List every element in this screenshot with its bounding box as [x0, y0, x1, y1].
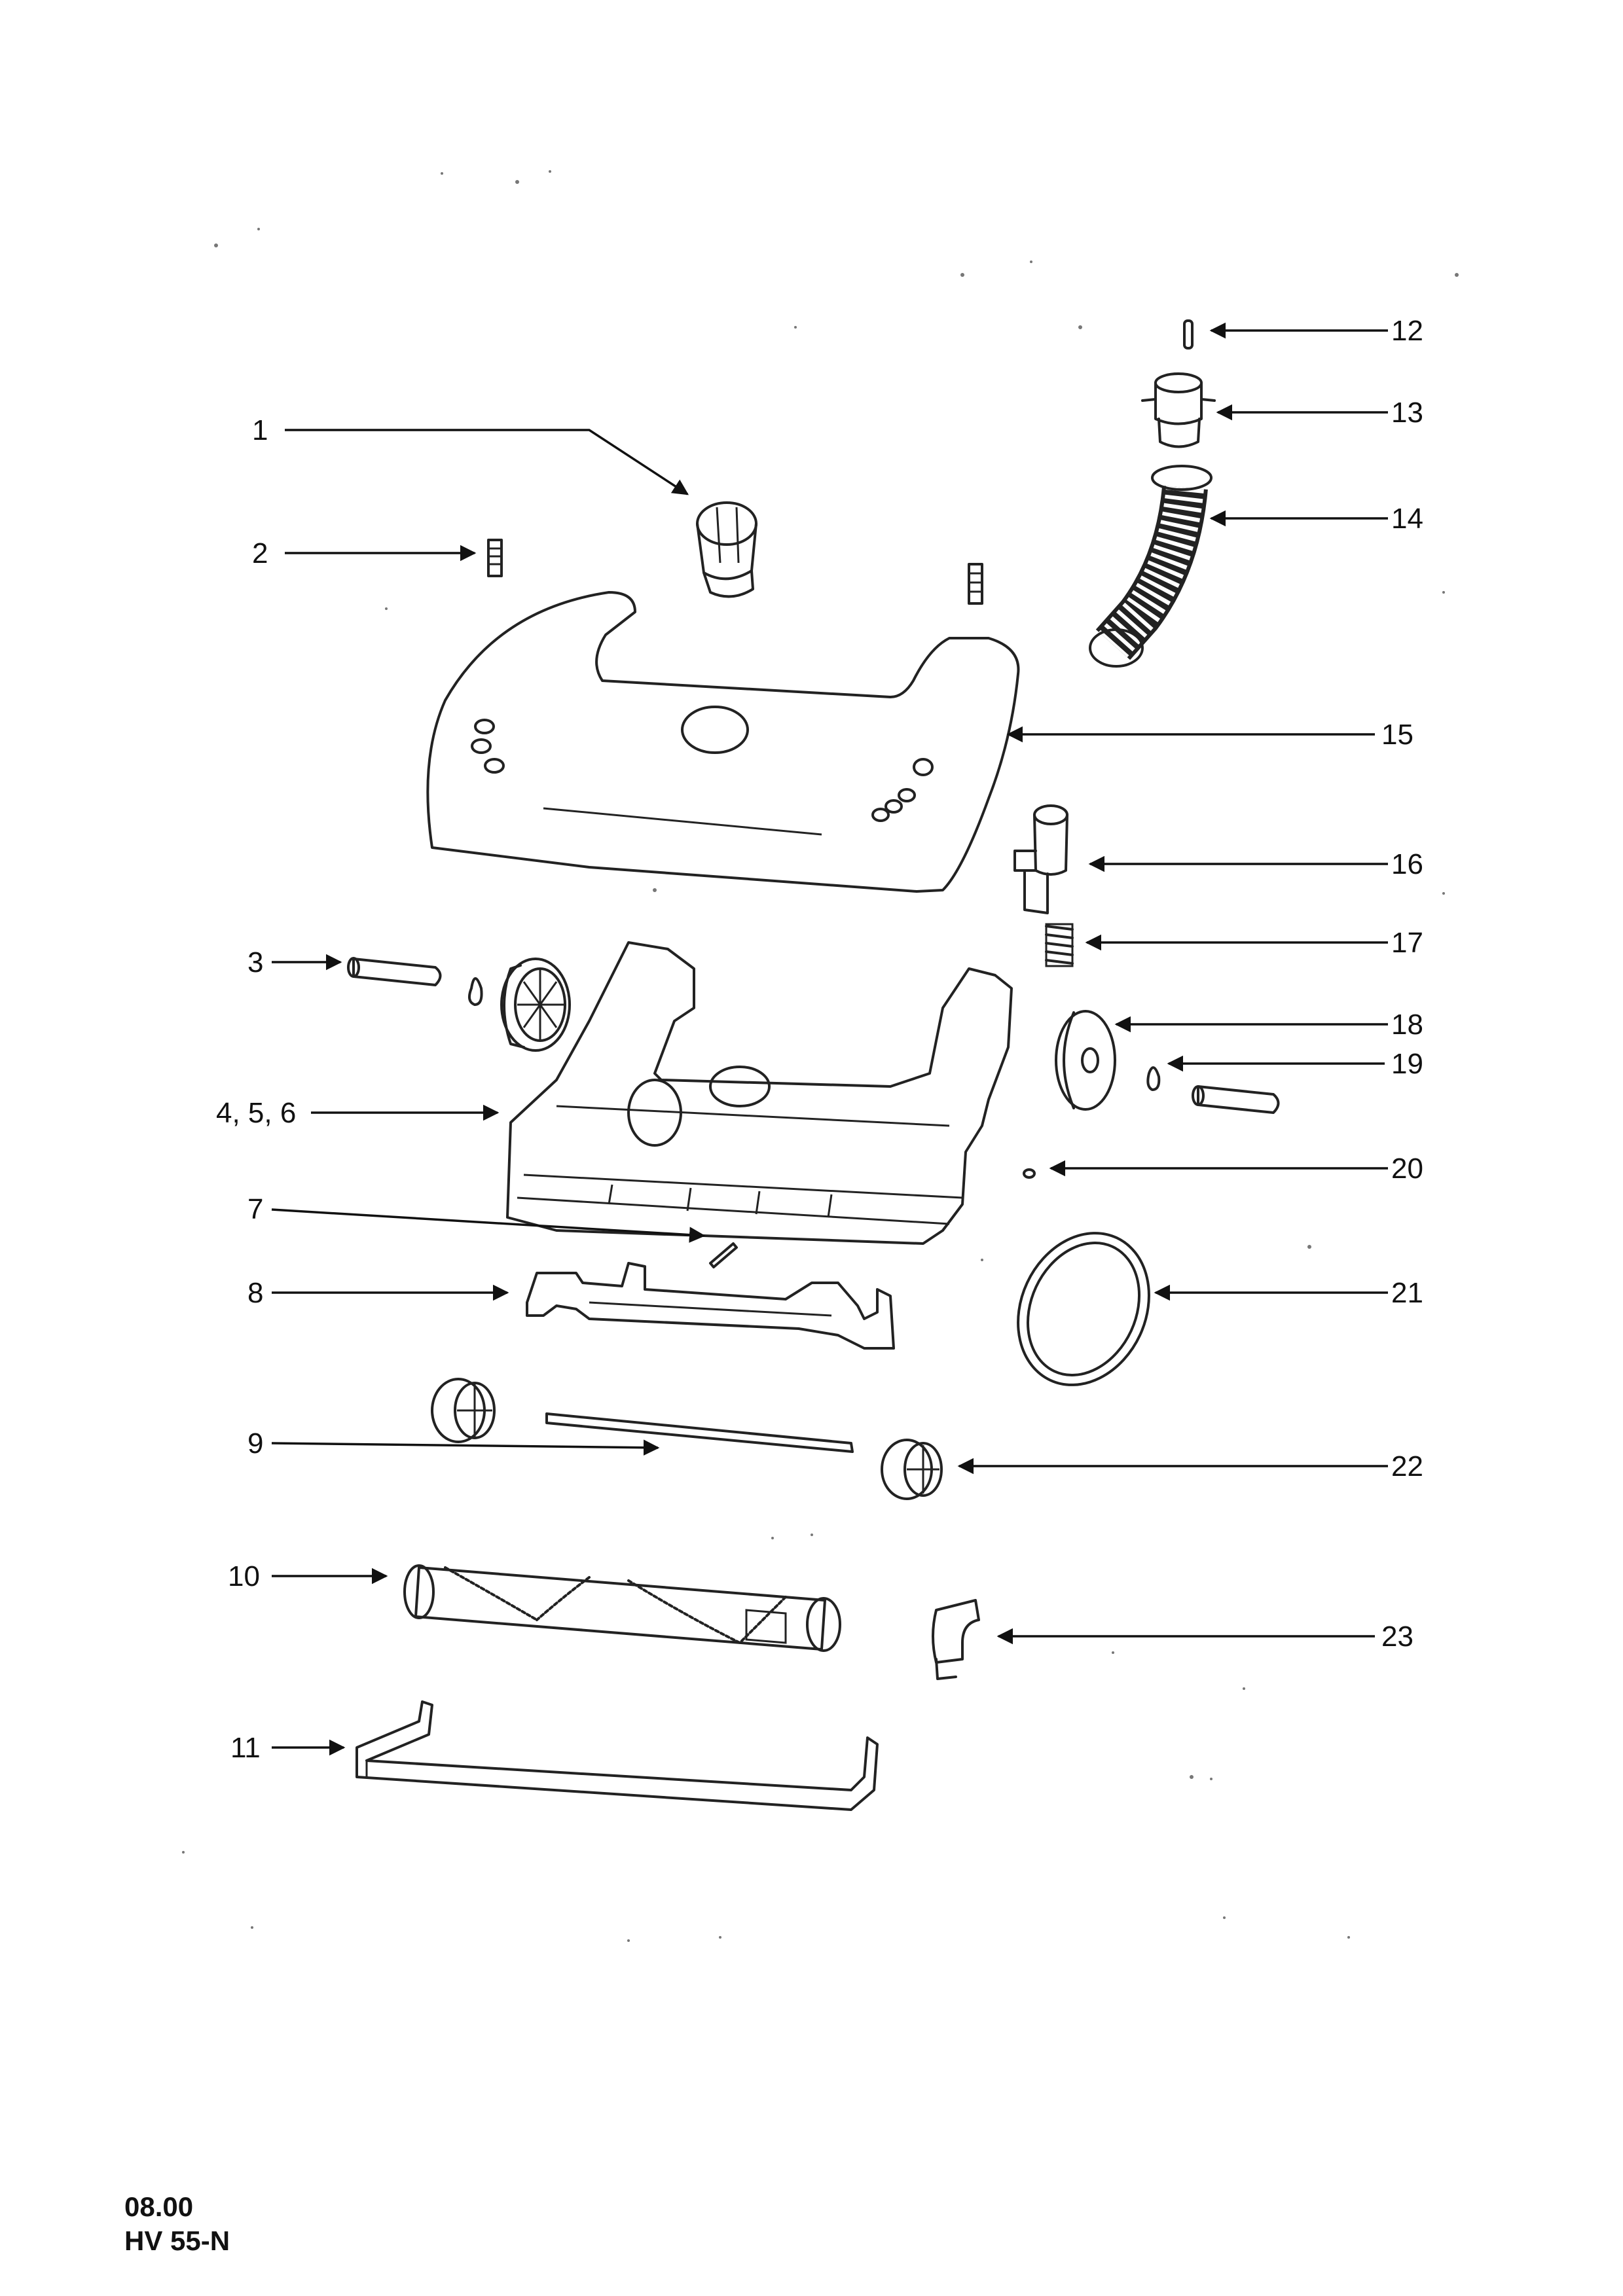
- footer-model-number: HV 55-N: [124, 2225, 230, 2256]
- callout-4-5-6: 4, 5, 6: [216, 1097, 296, 1129]
- part-13-hose-connector: [1141, 372, 1216, 448]
- clip-left: [467, 977, 483, 1006]
- callout-10: 10: [228, 1560, 260, 1592]
- callout-7: 7: [247, 1193, 263, 1225]
- callout-19: 19: [1391, 1048, 1423, 1080]
- wheel-left: [500, 958, 571, 1052]
- callout-21: 21: [1391, 1277, 1423, 1309]
- callout-15: 15: [1381, 719, 1413, 751]
- callout-17: 17: [1391, 927, 1423, 959]
- callout-23: 23: [1381, 1621, 1413, 1653]
- part-11-bumper: [356, 1700, 879, 1811]
- callout-3: 3: [247, 946, 263, 978]
- part-1-swivel-adapter: [696, 501, 757, 598]
- part-19-clip-and-pin: [1146, 1066, 1280, 1114]
- part-2-screws: [487, 539, 983, 605]
- part-17-spring: [1045, 923, 1074, 967]
- callout-12: 12: [1391, 315, 1423, 347]
- part-12-pin: [1183, 319, 1194, 350]
- part-16-switch: [1013, 804, 1068, 914]
- part-3-axle-pin: [347, 957, 442, 986]
- callout-18: 18: [1391, 1009, 1423, 1041]
- part-7-clip: [709, 1242, 738, 1268]
- part-21-belt: [1017, 1232, 1150, 1386]
- part-18-wheel: [1055, 1010, 1116, 1111]
- callout-11: 11: [230, 1732, 261, 1764]
- callout-14: 14: [1391, 503, 1423, 535]
- scan-speckle: [182, 170, 1459, 1942]
- callout-9: 9: [247, 1427, 263, 1460]
- callout-8: 8: [247, 1277, 263, 1309]
- part-4-5-6-base-housing: [506, 941, 1013, 1245]
- callout-13: 13: [1391, 397, 1423, 429]
- part-15-hood-cover: [426, 591, 1020, 893]
- footer-date: 08.00: [124, 2191, 194, 2222]
- part-23-bracket: [932, 1599, 980, 1680]
- callout-20: 20: [1391, 1153, 1423, 1185]
- callout-16: 16: [1391, 848, 1423, 880]
- callout-labels: 1 2 3 4, 5, 6 7 8 9 10 11 12 13 14 15 16…: [216, 315, 1423, 1764]
- callout-1: 1: [252, 414, 268, 446]
- leader-lines: [271, 322, 1388, 1756]
- part-20-nut: [1023, 1168, 1036, 1179]
- part-8-bottom-plate: [526, 1262, 895, 1350]
- part-10-brush-roll: [403, 1564, 841, 1652]
- callout-2: 2: [252, 537, 268, 569]
- part-14-flexible-hose: [1089, 465, 1213, 668]
- callout-22: 22: [1391, 1450, 1423, 1482]
- part-22-end-cap: [881, 1439, 943, 1500]
- part-9-end-cap-and-shaft: [431, 1378, 854, 1453]
